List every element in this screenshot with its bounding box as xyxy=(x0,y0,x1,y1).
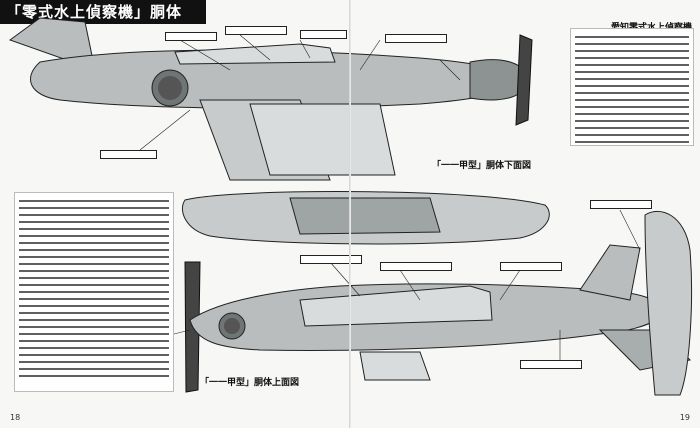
callout-label xyxy=(380,262,452,271)
page-title: 「零式水上偵察機」胴体 xyxy=(0,0,206,24)
leader-lines xyxy=(139,34,641,360)
page-gutter xyxy=(349,0,351,428)
callout-label xyxy=(500,262,562,271)
page-number-right: 19 xyxy=(679,413,690,422)
page-number-left: 18 xyxy=(10,413,21,422)
callout-label xyxy=(100,150,157,159)
upper-view-aircraft xyxy=(184,210,693,396)
side-view-aircraft xyxy=(8,17,533,181)
left-text-column xyxy=(14,192,174,392)
callout-label xyxy=(520,360,582,369)
callout-label xyxy=(590,200,652,209)
callout-label xyxy=(165,32,217,41)
lower-view-caption: 「一一甲型」胴体下面図 xyxy=(432,161,532,171)
right-text-column xyxy=(570,28,694,146)
callout-label xyxy=(225,26,287,35)
upper-view-caption: 「一一甲型」胴体上面図 xyxy=(200,378,300,388)
callout-label xyxy=(300,255,362,264)
callout-label xyxy=(300,30,347,39)
callout-label xyxy=(385,34,447,43)
float-illustration xyxy=(181,191,550,245)
